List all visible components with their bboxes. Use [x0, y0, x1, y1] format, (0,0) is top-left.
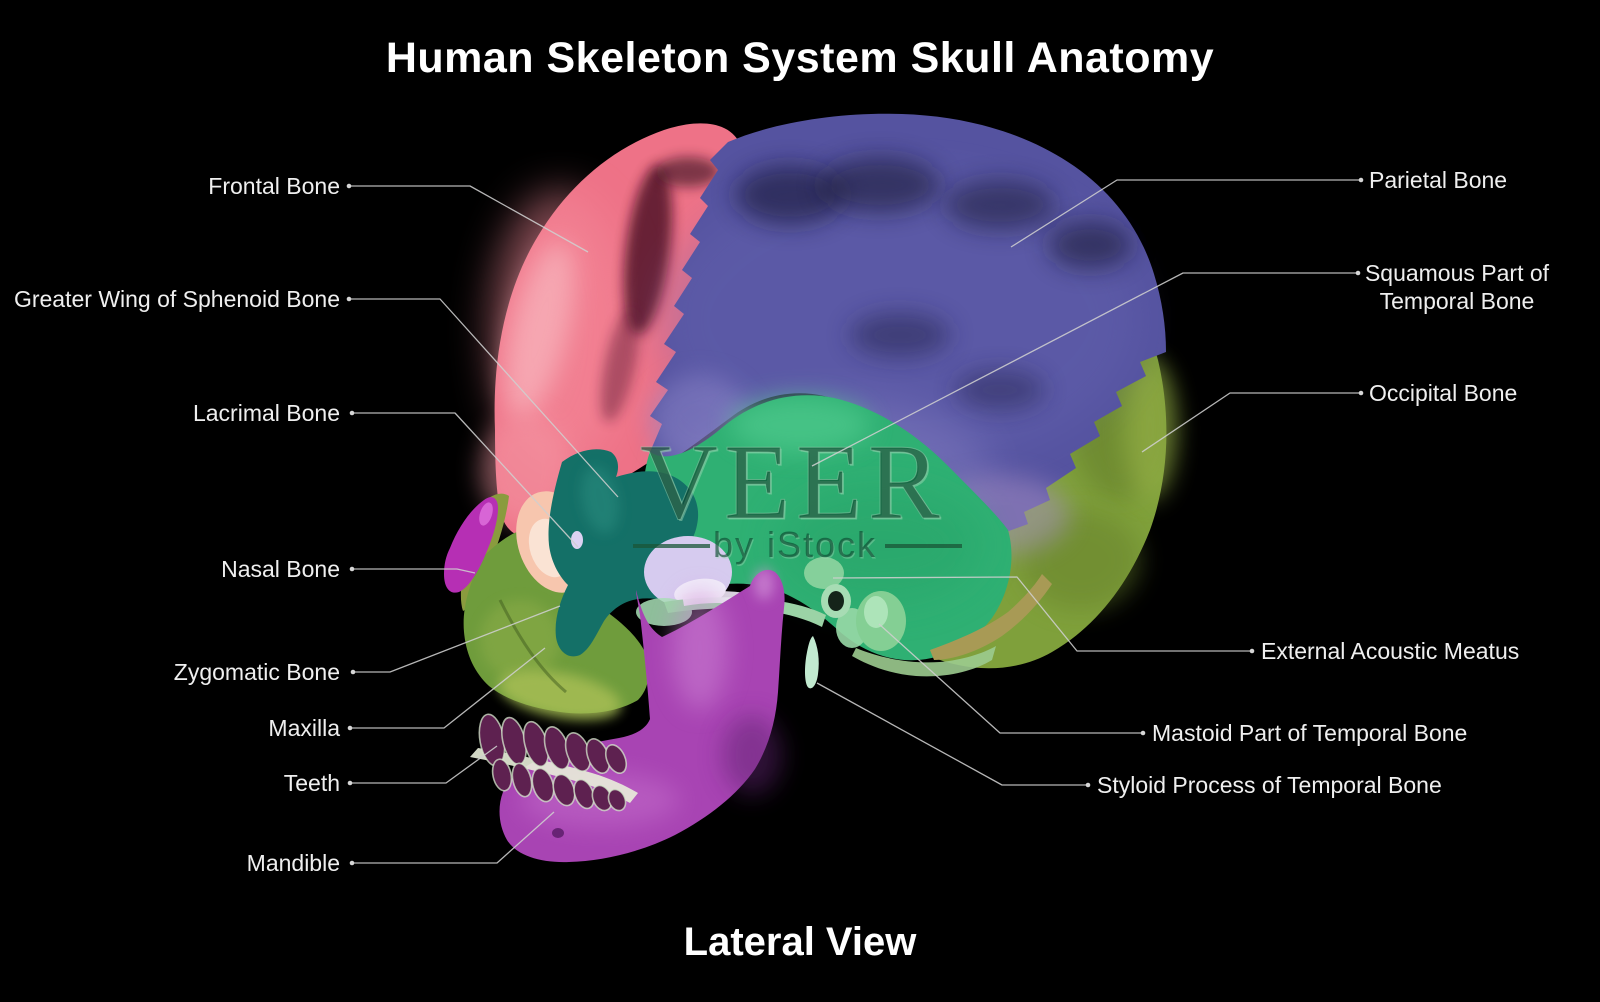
view-title: Lateral View — [683, 920, 917, 964]
leader-dot — [1085, 782, 1091, 788]
label-styloid-process-of-temporal-bone: Styloid Process of Temporal Bone — [1097, 772, 1442, 798]
leader-mandible — [352, 811, 555, 864]
occipital-base-strip — [930, 574, 1052, 660]
watermark-brand: VEER — [640, 423, 946, 542]
external-acoustic-meatus-shape — [828, 591, 844, 611]
temporal-shading — [730, 397, 980, 600]
leader-frontal-bone — [349, 185, 589, 253]
tooth — [604, 744, 628, 774]
lacrimal-bone-shape — [571, 531, 583, 549]
leader-dot — [349, 566, 355, 572]
leader-dot — [347, 780, 353, 786]
label-mastoid-part-of-temporal-bone: Mastoid Part of Temporal Bone — [1152, 720, 1468, 746]
leader-maxilla — [350, 647, 546, 729]
sphenoid-highlight — [581, 466, 619, 534]
leader-dot — [346, 183, 352, 189]
watermark: VEER VEER by iStock by iStock — [633, 423, 962, 567]
tooth — [531, 767, 555, 803]
label-mandible: Mandible — [246, 850, 340, 876]
ear-region — [804, 557, 906, 689]
mastoid-highlight — [864, 596, 888, 628]
tympanic-area — [804, 557, 844, 589]
leader-greater-wing-of-sphenoid-bone — [349, 298, 619, 498]
watermark-subbrand: by iStock — [713, 524, 877, 565]
leader-parietal-bone — [1010, 179, 1361, 248]
leader-occipital-bone — [1141, 392, 1361, 453]
watermark-brand-shadow: VEER — [642, 425, 948, 544]
leader-styloid-process-of-temporal-bone — [816, 682, 1088, 786]
label-nasal-bone: Nasal Bone — [221, 556, 340, 582]
leader-dot — [1358, 177, 1364, 183]
leader-dot — [346, 296, 352, 302]
label-greater-wing-of-sphenoid-bone: Greater Wing of Sphenoid Bone — [13, 286, 340, 312]
leader-zygomatic-bone — [353, 605, 561, 673]
leader-lines — [346, 177, 1364, 866]
nasal-highlight — [479, 502, 493, 526]
label-lacrimal-bone: Lacrimal Bone — [192, 400, 340, 426]
watermark-subbrand-shadow: by iStock — [714, 526, 878, 567]
leader-dot — [349, 410, 355, 416]
label-zygomatic-bone: Zygomatic Bone — [173, 659, 340, 685]
tooth — [511, 762, 533, 798]
maxilla-crease — [498, 599, 567, 694]
temporal-base-strip — [852, 646, 996, 677]
maxilla-alveolar-highlight — [498, 670, 622, 720]
leader-dot — [1140, 730, 1146, 736]
leader-teeth — [350, 745, 498, 784]
label-external-acoustic-meatus: External Acoustic Meatus — [1261, 638, 1520, 664]
frontal-bone-shading — [480, 157, 720, 525]
leader-dot — [347, 725, 353, 731]
label-frontal-bone: Frontal Bone — [208, 173, 340, 199]
label-teeth: Teeth — [283, 770, 340, 796]
occipital-highlight — [1124, 360, 1176, 500]
page-title: Human Skeleton System Skull Anatomy — [385, 34, 1215, 82]
styloid-process-shape — [805, 636, 819, 689]
leader-dot — [350, 669, 356, 675]
leader-dot — [349, 860, 355, 866]
leader-lacrimal-bone — [352, 412, 579, 548]
leader-squamous-part-of-temporal-bone — [811, 272, 1358, 467]
label-squamous-part-of-temporal-bone: Squamous Part of Temporal Bone — [1364, 260, 1550, 314]
leader-dot — [1355, 270, 1361, 276]
label-maxilla: Maxilla — [268, 715, 340, 741]
leader-dot — [1249, 648, 1255, 654]
leader-dot — [1358, 390, 1364, 396]
maxilla-highlight — [480, 600, 560, 680]
tooth — [491, 758, 513, 792]
lower-teeth — [491, 758, 627, 812]
leader-mastoid-part-of-temporal-bone — [878, 623, 1143, 734]
label-parietal-bone: Parietal Bone — [1369, 167, 1508, 193]
tooth — [607, 788, 627, 812]
leader-external-acoustic-meatus — [832, 576, 1252, 652]
leader-nasal-bone — [352, 568, 476, 574]
label-occipital-bone: Occipital Bone — [1369, 380, 1518, 406]
